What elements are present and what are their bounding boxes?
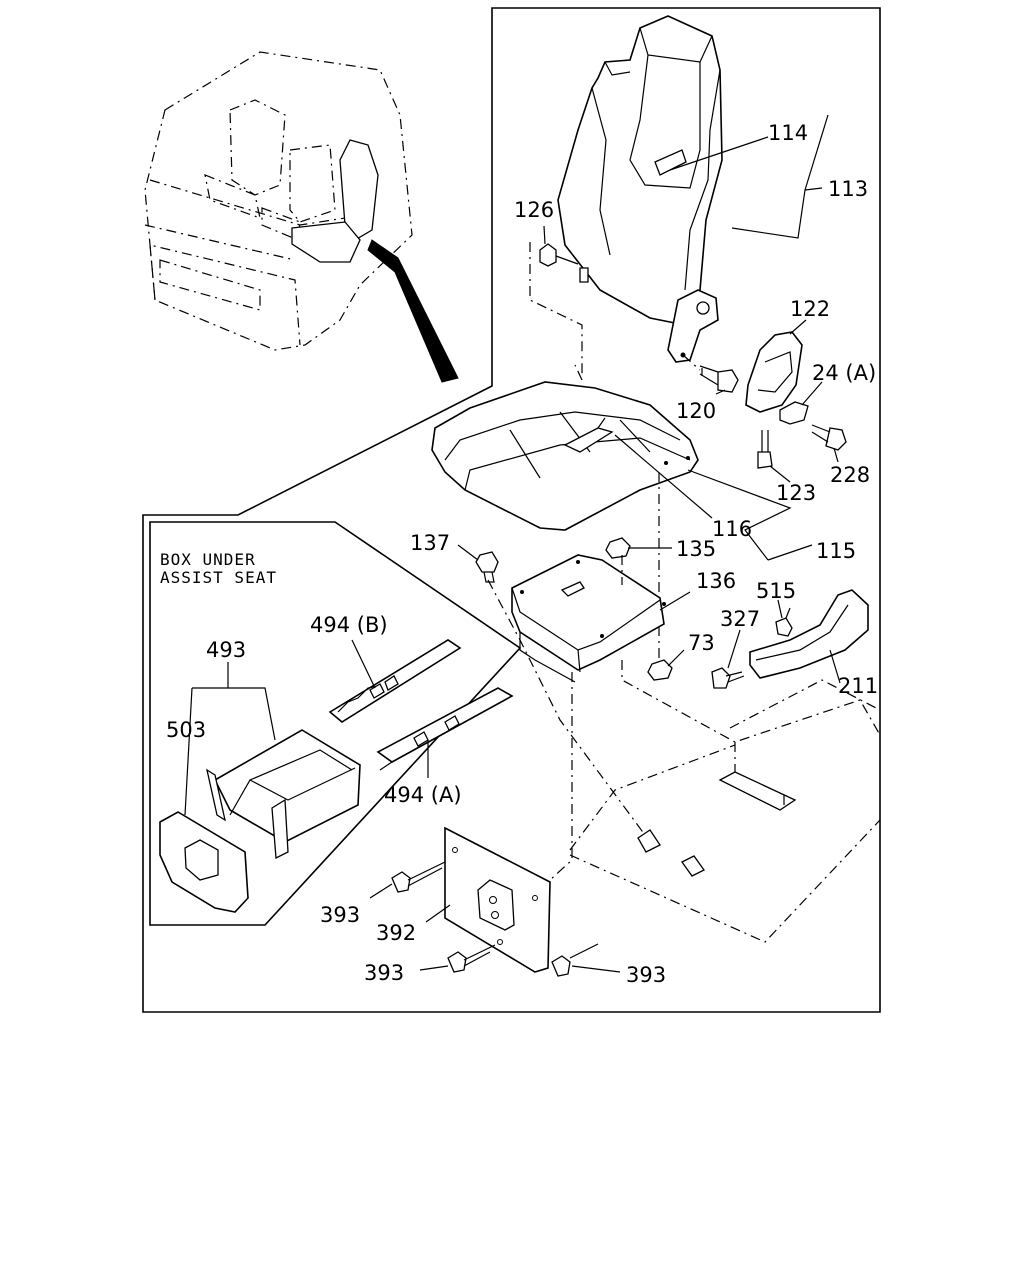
floor-panel — [569, 660, 881, 943]
outer-frame — [142, 7, 881, 1013]
label-73: 73 — [688, 631, 715, 655]
part-126-clip — [529, 242, 583, 375]
bracket-guide-line — [549, 672, 573, 881]
label-114: 114 — [768, 121, 808, 145]
label-392: 392 — [376, 921, 416, 945]
part-494a-rail — [376, 687, 514, 771]
label-393-bottom-right: 393 — [626, 963, 666, 987]
part-122-cover — [745, 331, 803, 413]
inset-header-line2: ASSIST SEAT — [160, 568, 277, 587]
label-393-left: 393 — [320, 903, 360, 927]
label-493: 493 — [206, 638, 246, 662]
label-327: 327 — [720, 607, 760, 631]
part-123-screw — [757, 430, 773, 469]
label-137: 137 — [410, 531, 450, 555]
label-515: 515 — [756, 579, 796, 603]
part-393-bolts — [391, 861, 599, 977]
label-494a: 494 (A) — [384, 783, 462, 807]
part-503-lid — [159, 811, 249, 913]
part-137-bolt — [475, 551, 499, 583]
label-122: 122 — [790, 297, 830, 321]
label-120: 120 — [676, 399, 716, 423]
seat-bracket — [487, 554, 666, 836]
part-392-plate — [444, 826, 551, 973]
part-493-storage-box — [206, 729, 361, 860]
label-228: 228 — [830, 463, 870, 487]
part-135-nut — [605, 537, 631, 559]
part-211-side-cover — [749, 589, 869, 679]
label-126: 126 — [514, 198, 554, 222]
label-503: 503 — [166, 718, 206, 742]
label-135: 135 — [676, 537, 716, 561]
seat-back — [557, 15, 723, 363]
label-115: 115 — [816, 539, 856, 563]
truck-cab-overview — [144, 51, 459, 383]
part-494b-rail — [328, 639, 462, 723]
part-228-bolt — [811, 424, 847, 451]
inset-box — [149, 521, 522, 926]
part-24a-spacer — [779, 401, 809, 425]
label-116: 116 — [712, 517, 752, 541]
label-24a: 24 (A) — [812, 361, 876, 385]
part-327-screw — [711, 667, 745, 689]
part-515-clip — [775, 607, 793, 637]
part-73-nut — [647, 659, 673, 681]
label-393-bottom-left: 393 — [364, 961, 404, 985]
part-120-bolt — [682, 354, 739, 393]
seat-cushion — [431, 364, 699, 531]
label-113: 113 — [828, 177, 868, 201]
inset-header-line1: BOX UNDER — [160, 550, 256, 569]
leader-lines — [184, 114, 841, 973]
label-211: 211 — [838, 674, 878, 698]
label-123: 123 — [776, 481, 816, 505]
label-494b: 494 (B) — [310, 613, 388, 637]
label-136: 136 — [696, 569, 736, 593]
